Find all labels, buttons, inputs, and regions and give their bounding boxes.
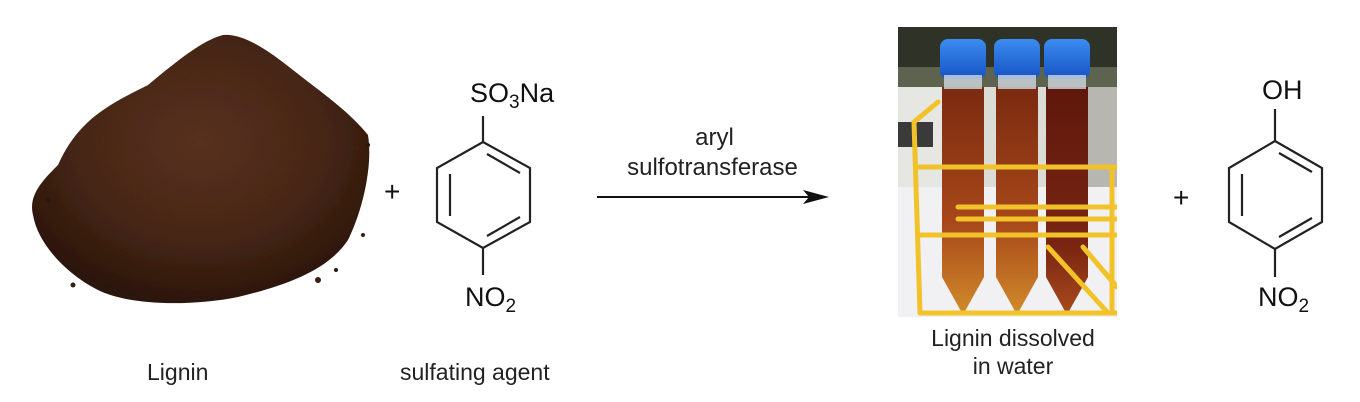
dissolved-lignin-tubes-image (898, 27, 1117, 317)
enzyme-label-line2: sulfotransferase (627, 154, 798, 181)
lignin-powder-image (18, 25, 378, 315)
lignin-label: Lignin (147, 359, 209, 385)
benzene-ring-icon (1227, 109, 1324, 277)
hydroxyl-group-label: OH (1262, 75, 1303, 105)
dissolved-lignin-label-line2: in water (972, 353, 1054, 379)
reaction-arrow-icon (597, 190, 829, 204)
dissolved-lignin-label-line1: Lignin dissolved (931, 325, 1095, 351)
plus-sign: + (1173, 182, 1190, 213)
nitro-group-label: NO2 (465, 282, 517, 317)
enzyme-label-line1: aryl (695, 124, 734, 151)
nitro-group-label: NO2 (1258, 282, 1310, 317)
plus-sign: + (384, 176, 401, 207)
benzene-ring-icon (435, 116, 532, 275)
sulfating-agent-label: sulfating agent (400, 359, 550, 385)
sulfonate-group-label: SO3Na (470, 78, 555, 113)
